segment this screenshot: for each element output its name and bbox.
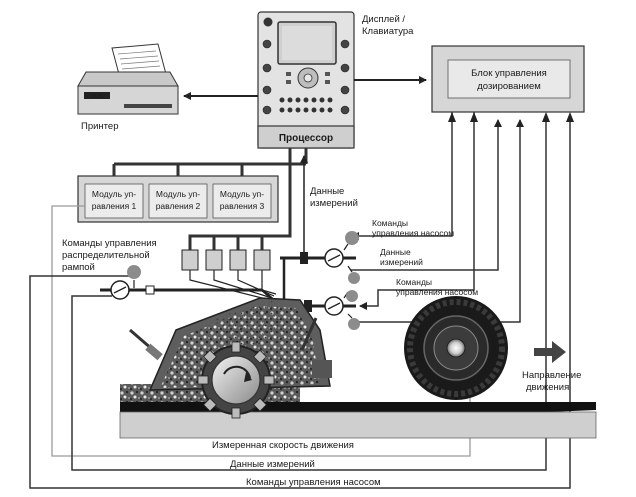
right-pump-lower [284, 290, 360, 330]
processor-label: Процессор [279, 133, 333, 144]
direction-label-line1: Направление [522, 370, 581, 381]
bottom-pump-label: Команды управления насосом [246, 477, 381, 488]
direction-arrow-icon [534, 341, 566, 363]
processor-valve-bus [188, 148, 292, 250]
measurement-data-top-line2: измерений [310, 198, 358, 209]
mixer-drum-housing [129, 297, 332, 419]
printer-icon: CXIOS [77, 43, 179, 115]
pump-commands-lower-line2: управления насосом [396, 287, 478, 297]
road-surface [119, 384, 597, 439]
direction-label-line2: движения [526, 382, 569, 393]
pump-commands-upper-line2: управления насосом [372, 228, 454, 238]
processor-unit [257, 11, 355, 149]
bottom-speed-label: Измеренная скорость движения [212, 440, 354, 451]
ramp-commands-line1: Команды управления [62, 238, 157, 249]
display-label-line1: Дисплей / [362, 14, 405, 25]
module1-line1: Модуль уп- [92, 189, 136, 199]
processor-module-bus [112, 148, 308, 176]
pump-commands-upper-line1: Команды [372, 218, 408, 228]
data-right-line2: измерений [380, 257, 423, 267]
dosing-input-arrows [448, 112, 574, 122]
ramp-commands-line3: рампой [62, 262, 95, 273]
dosing-control-block [431, 45, 585, 113]
module2-line1: Модуль уп- [156, 189, 200, 199]
module2-line2: равления 2 [156, 201, 201, 211]
dosing-label-line2: дозированием [477, 81, 541, 92]
measurement-data-top-line1: Данные [310, 186, 344, 197]
pump-commands-lower-line1: Команды [396, 277, 432, 287]
left-pump-assembly [100, 265, 262, 300]
display-label-line2: Клавиатура [362, 26, 414, 37]
right-pump-upper [280, 231, 360, 284]
printer-label: Принтер [81, 121, 118, 132]
control-modules-panel [77, 175, 279, 223]
module1-line2: равления 1 [92, 201, 137, 211]
module3-line2: равления 3 [220, 201, 265, 211]
printer-brand: CXIOS [86, 94, 103, 100]
ramp-commands-line2: распределительной [62, 250, 150, 261]
data-right-line1: Данные [380, 247, 411, 257]
spray-bar-valves [181, 249, 277, 301]
wheel-icon [404, 296, 508, 400]
module3-line1: Модуль уп- [220, 189, 264, 199]
dosing-label-line1: Блок управления [471, 68, 547, 79]
bottom-data-label: Данные измерений [230, 459, 315, 470]
